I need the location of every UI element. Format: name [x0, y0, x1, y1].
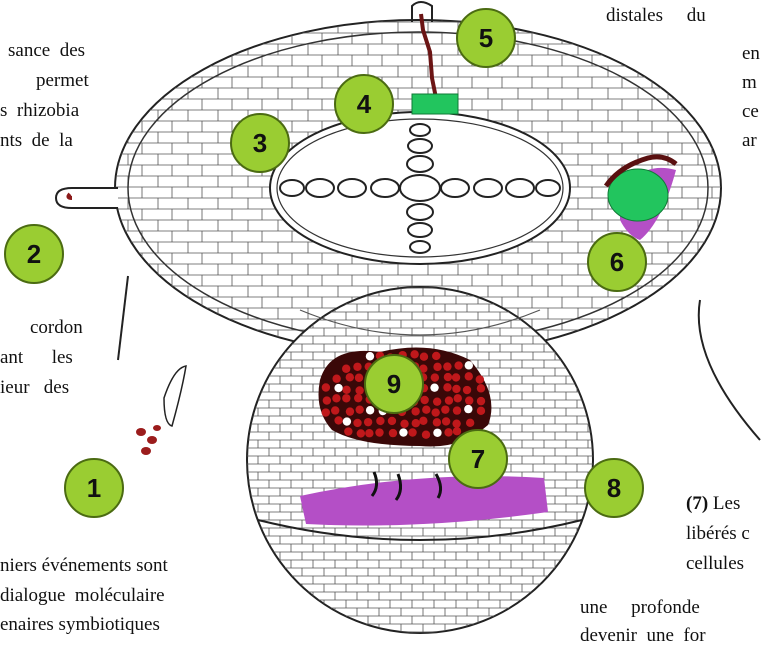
free-rhizobia — [136, 425, 161, 455]
bacteroid-cell — [399, 428, 407, 436]
badge-3: 3 — [231, 114, 289, 172]
bacteroid-cell — [355, 374, 363, 382]
bacteroid-cell — [433, 363, 441, 371]
bacteroid-cell — [411, 407, 419, 415]
badge-9: 9 — [365, 355, 423, 413]
bacteroid-cell — [463, 386, 471, 394]
bacteroid-cell — [332, 394, 340, 402]
svg-text:9: 9 — [387, 369, 401, 399]
bacteroid-cell — [477, 407, 485, 415]
bacteroid-cell — [433, 397, 441, 405]
bacteroid-cell — [334, 416, 342, 424]
svg-text:2: 2 — [27, 239, 41, 269]
svg-text:5: 5 — [479, 23, 493, 53]
bacteroid-cell — [431, 373, 439, 381]
mature-nodule — [247, 287, 593, 633]
bacteroid-cell — [431, 408, 439, 416]
bacteroid-cell — [334, 384, 342, 392]
bacteroid-cell — [323, 396, 331, 404]
svg-text:4: 4 — [357, 89, 372, 119]
bacteroid-cell — [346, 373, 354, 381]
bacteroid-cell — [453, 427, 461, 435]
bacteroid-cell — [408, 428, 416, 436]
bacteroid-cell — [375, 428, 383, 436]
bacteroid-cell — [346, 407, 354, 415]
bacteroid-cell — [477, 384, 485, 392]
svg-text:3: 3 — [253, 128, 267, 158]
badge-6: 6 — [588, 233, 646, 291]
bacteroid-cell — [354, 394, 362, 402]
bacteroid-cell — [442, 417, 450, 425]
bacteroid-cell — [422, 406, 430, 414]
badge-8: 8 — [585, 459, 643, 517]
bacteroid-cell — [365, 429, 373, 437]
bacteroid-cell — [454, 361, 462, 369]
bacteroid-cell — [443, 362, 451, 370]
bacteroid-cell — [364, 418, 372, 426]
bacteroid-cell — [476, 375, 484, 383]
bacteroid-cell — [353, 419, 361, 427]
bacteroid-cell — [454, 394, 462, 402]
badge-2: 2 — [5, 225, 63, 283]
bacteroid-cell — [342, 386, 350, 394]
bacteroid-cell — [344, 427, 352, 435]
badge-7: 7 — [449, 430, 507, 488]
bacteroid-cell — [466, 419, 474, 427]
bacteroid-cell — [343, 417, 351, 425]
bacteroid-cell — [353, 363, 361, 371]
root-hair-left — [56, 188, 118, 208]
bacteroid-cell — [452, 373, 460, 381]
bacteroid-cell — [356, 405, 364, 413]
bacteroid-cell — [331, 406, 339, 414]
bacteroid-cell — [342, 365, 350, 373]
badge-4: 4 — [335, 75, 393, 133]
bacteroid-cell — [452, 419, 460, 427]
svg-text:8: 8 — [607, 473, 621, 503]
infection-zone-green — [412, 94, 458, 114]
bacteroid-cell — [366, 352, 374, 360]
bacteroid-cell — [465, 372, 473, 380]
bacteroid-cell — [430, 383, 438, 391]
badge-5: 5 — [457, 9, 515, 67]
bacteroid-cell — [465, 361, 473, 369]
svg-text:6: 6 — [610, 247, 624, 277]
bacteroid-cell — [322, 383, 330, 391]
bacteroid-cell — [419, 417, 427, 425]
bacteroid-cell — [441, 405, 449, 413]
bacteroid-cell — [432, 352, 440, 360]
badge-1: 1 — [65, 459, 123, 517]
bacteroid-cell — [422, 430, 430, 438]
bacteroid-cell — [322, 408, 330, 416]
bacteroid-cell — [355, 386, 363, 394]
bacteroid-cell — [433, 418, 441, 426]
bacteroid-cell — [388, 417, 396, 425]
svg-text:1: 1 — [87, 473, 101, 503]
bacteroid-cell — [400, 420, 408, 428]
bacteroid-cell — [366, 406, 374, 414]
root-tip — [164, 366, 186, 426]
bacteroid-cell — [477, 397, 485, 405]
bacteroid-cell — [452, 385, 460, 393]
bacteroid-cell — [443, 383, 451, 391]
bacteroid-cell — [453, 406, 461, 414]
bacteroid-cell — [433, 429, 441, 437]
bacteroid-cell — [464, 405, 472, 413]
bacteroid-cell — [444, 428, 452, 436]
bacteroid-cell — [342, 394, 350, 402]
bacteroid-cell — [420, 352, 428, 360]
bacteroid-cell — [465, 396, 473, 404]
bacteroid-cell — [357, 429, 365, 437]
bacteroid-cell — [444, 373, 452, 381]
bacteroid-cell — [412, 419, 420, 427]
bacteroid-cell — [376, 417, 384, 425]
bacteroid-cell — [332, 375, 340, 383]
bacteroid-cell — [445, 396, 453, 404]
bacteroid-cell — [420, 396, 428, 404]
bacteroid-cell — [389, 429, 397, 437]
bacteroid-cell — [410, 350, 418, 358]
svg-text:7: 7 — [471, 444, 485, 474]
